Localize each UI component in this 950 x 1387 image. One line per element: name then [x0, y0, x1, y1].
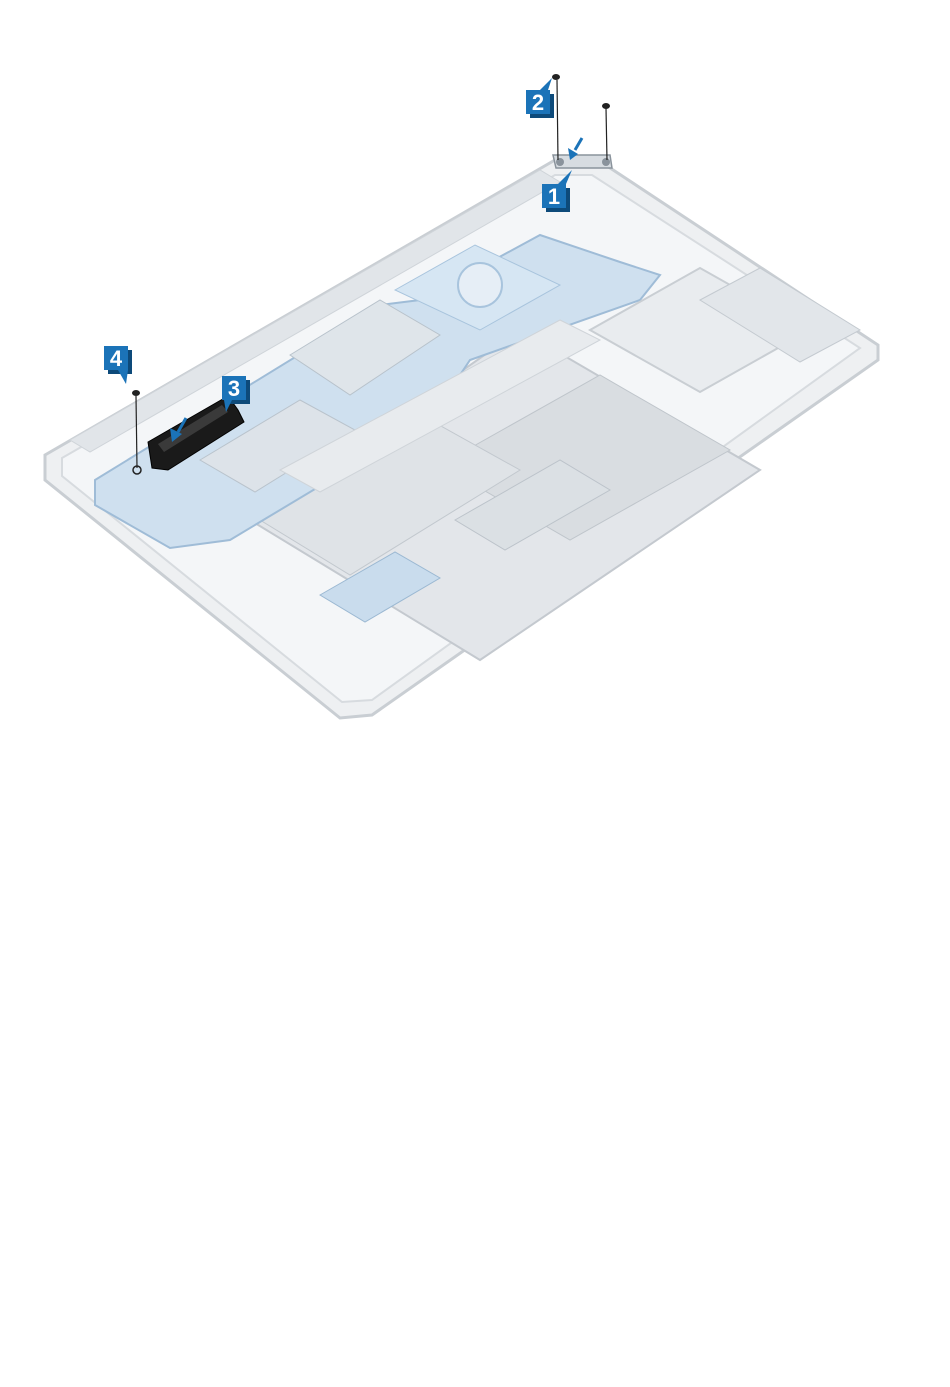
screw-icon — [552, 74, 560, 80]
screw-guide-line-1 — [557, 80, 558, 160]
top-bracket-part — [553, 155, 612, 168]
screw-guide-line-2 — [606, 108, 607, 160]
callout-2: 2 — [526, 78, 554, 118]
callout-3-label: 3 — [228, 376, 240, 401]
callout-2-label: 2 — [532, 90, 544, 115]
callout-1-label: 1 — [548, 184, 560, 209]
screw-icon — [132, 390, 140, 396]
callout-4: 4 — [104, 346, 132, 384]
callout-4-label: 4 — [110, 346, 123, 371]
top-bracket-screw-hole-right — [602, 158, 610, 166]
screw-icon — [602, 103, 610, 109]
cpu-die — [458, 263, 502, 307]
top-bracket-screw-hole-left — [556, 158, 564, 166]
